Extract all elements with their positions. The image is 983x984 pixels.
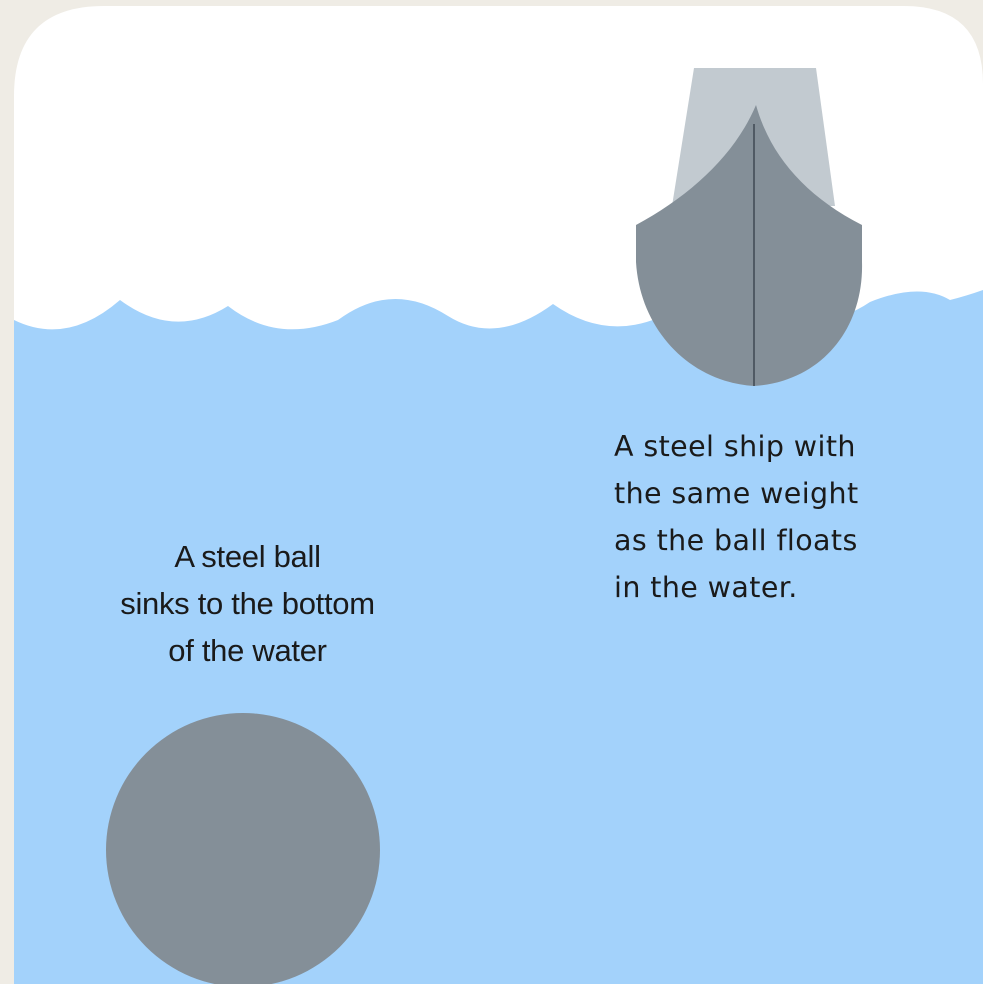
steel-ball-caption: A steel ball sinks to the bottom of the …: [50, 533, 445, 674]
steel-ship-caption: A steel ship with the same weight as the…: [614, 423, 983, 611]
steel-ball: [106, 713, 380, 984]
